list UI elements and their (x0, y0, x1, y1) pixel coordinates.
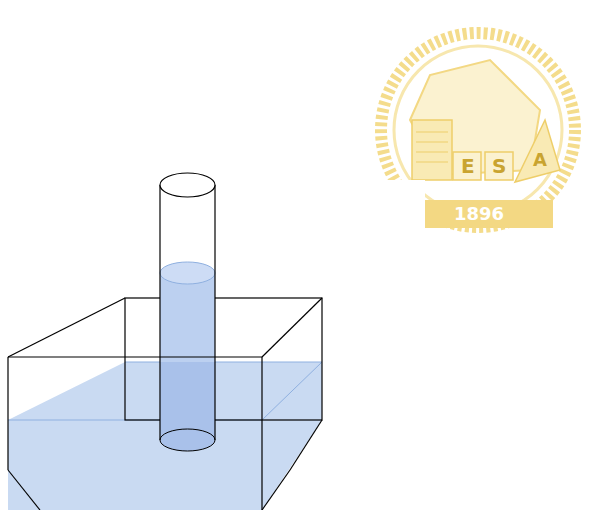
logo-letter: E (461, 156, 475, 176)
watermark-year: 1896 (454, 205, 504, 223)
logo-letter: S (492, 156, 506, 176)
logo-letter: A (533, 151, 547, 169)
